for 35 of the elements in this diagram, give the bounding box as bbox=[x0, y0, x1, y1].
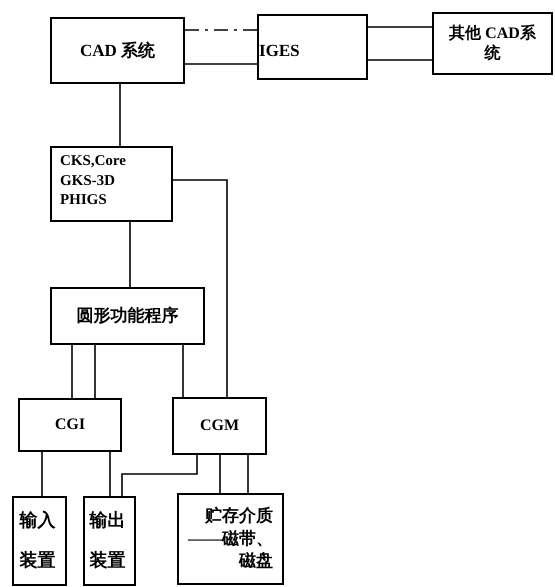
box-label: 输入装置 bbox=[20, 509, 57, 572]
connector-line bbox=[368, 26, 432, 28]
connector-line bbox=[173, 179, 228, 397]
connector-line bbox=[129, 222, 131, 287]
connector-line bbox=[109, 452, 111, 496]
process-box bbox=[18, 398, 122, 452]
process-box bbox=[432, 12, 553, 75]
connector-line bbox=[41, 452, 43, 496]
box-label: CKS,Core GKS-3D PHIGS bbox=[60, 152, 127, 210]
box-label: CGM bbox=[200, 416, 240, 436]
connector-line bbox=[71, 345, 73, 398]
connector-line bbox=[185, 29, 257, 31]
process-box bbox=[177, 493, 284, 585]
process-box bbox=[83, 496, 136, 586]
process-box bbox=[50, 287, 205, 345]
connector-line bbox=[185, 63, 257, 65]
connector-line bbox=[368, 59, 432, 61]
box-label: 贮存介质——磁带、磁盘 bbox=[188, 504, 273, 572]
box-label: 其他 CAD系统 bbox=[448, 24, 537, 64]
box-label: 输出装置 bbox=[90, 509, 127, 572]
connector-line bbox=[121, 455, 198, 496]
connector-line bbox=[247, 455, 249, 493]
connector-line bbox=[119, 84, 121, 146]
connector-line bbox=[182, 345, 184, 397]
box-label: CAD 系统 bbox=[80, 40, 156, 62]
box-label: CGI bbox=[54, 415, 86, 435]
connector-line bbox=[94, 345, 96, 398]
process-box bbox=[257, 14, 368, 80]
process-box bbox=[50, 146, 173, 222]
connector-line bbox=[219, 455, 221, 493]
box-label: 圆形功能程序 bbox=[76, 305, 178, 328]
box-label: IGES bbox=[259, 40, 300, 62]
process-box bbox=[12, 496, 67, 586]
process-box bbox=[172, 397, 267, 455]
process-box bbox=[50, 17, 185, 84]
